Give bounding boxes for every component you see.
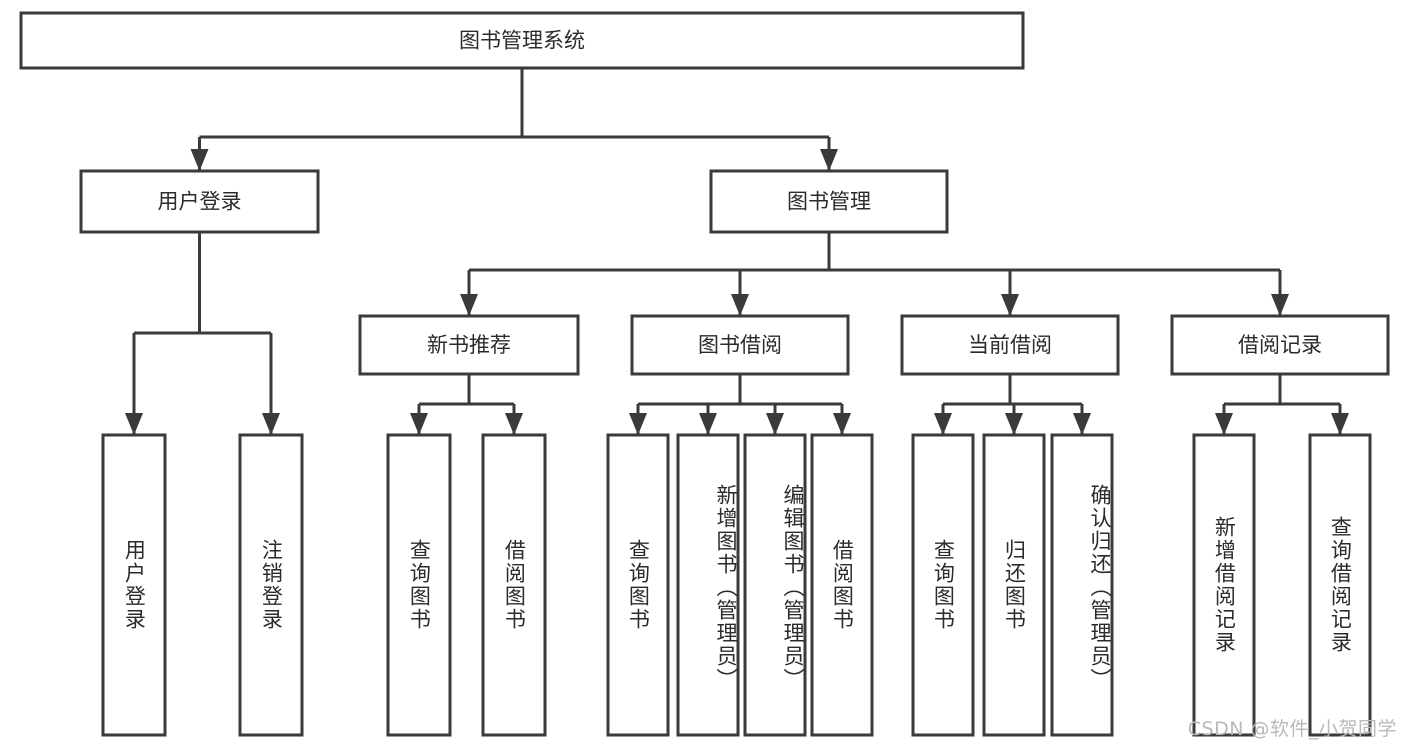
- node-box-borrow-record[interactable]: [1170, 314, 1390, 376]
- node-box-leaf-borrow-book-2[interactable]: [810, 433, 874, 737]
- arrow-head-icon: [190, 149, 209, 171]
- arrow-head-icon: [766, 413, 784, 435]
- node-box-leaf-query-book-1[interactable]: [386, 433, 452, 737]
- arrow-head-icon: [1073, 413, 1091, 435]
- node-box-new-book-recommend[interactable]: [358, 314, 580, 376]
- arrow-head-icon: [1271, 294, 1289, 316]
- arrow-head-icon: [1005, 413, 1023, 435]
- node-label-book-borrow: 图书借阅: [698, 333, 782, 357]
- node-box-leaf-confirm-return[interactable]: [1050, 433, 1114, 737]
- arrow-head-icon: [731, 294, 749, 316]
- node-label-new-book-recommend: 新书推荐: [427, 333, 511, 357]
- arrow-head-icon: [629, 413, 647, 435]
- node-box-leaf-edit-book[interactable]: [743, 433, 807, 737]
- node-label-current-borrow: 当前借阅: [968, 333, 1052, 357]
- arrow-head-icon: [1215, 413, 1233, 435]
- node-box-leaf-query-book-3[interactable]: [911, 433, 975, 737]
- node-box-book-management[interactable]: [709, 169, 949, 234]
- arrow-head-icon: [505, 413, 523, 435]
- node-label-book-management: 图书管理: [787, 190, 871, 214]
- arrow-head-icon: [820, 149, 838, 171]
- connectors-layer: [125, 68, 1349, 435]
- node-box-root[interactable]: [19, 11, 1025, 70]
- boxes-layer: [19, 11, 1390, 737]
- arrow-head-icon: [833, 413, 851, 435]
- node-box-leaf-add-book[interactable]: [676, 433, 740, 737]
- node-label-root: 图书管理系统: [459, 29, 585, 53]
- node-box-leaf-add-record[interactable]: [1192, 433, 1256, 737]
- arrow-head-icon: [1001, 294, 1019, 316]
- node-box-leaf-user-login[interactable]: [101, 433, 167, 737]
- arrow-head-icon: [410, 413, 428, 435]
- node-box-leaf-logout[interactable]: [238, 433, 304, 737]
- arrow-head-icon: [460, 294, 478, 316]
- node-box-leaf-query-record[interactable]: [1308, 433, 1372, 737]
- csdn-watermark: CSDN @软件_小贺同学: [1187, 718, 1397, 740]
- node-box-current-borrow[interactable]: [900, 314, 1120, 376]
- node-box-leaf-query-book-2[interactable]: [606, 433, 670, 737]
- arrow-head-icon: [699, 413, 717, 435]
- arrow-head-icon: [125, 413, 143, 435]
- node-label-borrow-record: 借阅记录: [1238, 333, 1322, 357]
- node-box-user-login[interactable]: [79, 169, 320, 234]
- node-box-book-borrow[interactable]: [630, 314, 850, 376]
- arrow-head-icon: [934, 413, 952, 435]
- node-label-user-login: 用户登录: [158, 190, 242, 214]
- node-box-leaf-return-book[interactable]: [982, 433, 1046, 737]
- node-box-leaf-borrow-book-1[interactable]: [481, 433, 547, 737]
- arrow-head-icon: [1331, 413, 1349, 435]
- arrow-head-icon: [262, 413, 280, 435]
